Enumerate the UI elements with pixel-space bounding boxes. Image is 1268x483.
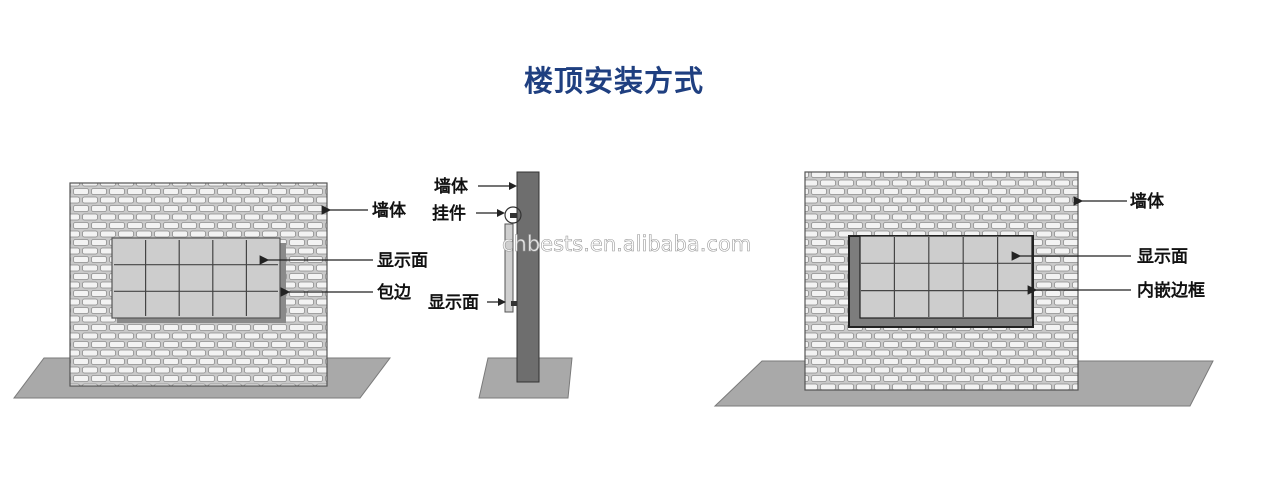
- side-screen-label: 显示面: [428, 293, 479, 313]
- side-wall-column: [516, 171, 540, 383]
- left-screen-label: 显示面: [377, 251, 428, 271]
- right-screen-grid: [861, 237, 1031, 317]
- side-wall-label: 墙体: [434, 176, 469, 197]
- side-view-diagram: 墙体 挂件 显示面: [428, 171, 573, 399]
- side-hanger-top: [510, 213, 517, 218]
- right-installation-diagram: 墙体 显示面 内嵌边框: [713, 171, 1214, 407]
- side-hanger-bottom: [511, 301, 517, 306]
- left-installation-diagram: 墙体 显示面 包边: [13, 182, 428, 399]
- left-screen-grid: [114, 240, 278, 316]
- right-frame-label: 内嵌边框: [1137, 280, 1205, 301]
- left-wall-label: 墙体: [372, 200, 407, 221]
- left-edge-label: 包边: [377, 282, 412, 303]
- side-hanger-label: 挂件: [432, 203, 466, 224]
- right-screen-label: 显示面: [1137, 247, 1188, 267]
- side-hanger-circle: [504, 206, 522, 224]
- side-display-panel: [504, 223, 514, 313]
- side-screen-arrow: [498, 298, 506, 306]
- right-display-screen: [859, 235, 1033, 319]
- page-title: 楼顶安装方式: [523, 64, 704, 98]
- side-wall-arrow: [509, 182, 517, 190]
- right-wall-label: 墙体: [1130, 191, 1165, 212]
- left-display-screen: [111, 237, 281, 319]
- watermark-text: chbests.en.alibaba.com: [502, 232, 751, 256]
- side-hanger-arrow: [497, 209, 505, 217]
